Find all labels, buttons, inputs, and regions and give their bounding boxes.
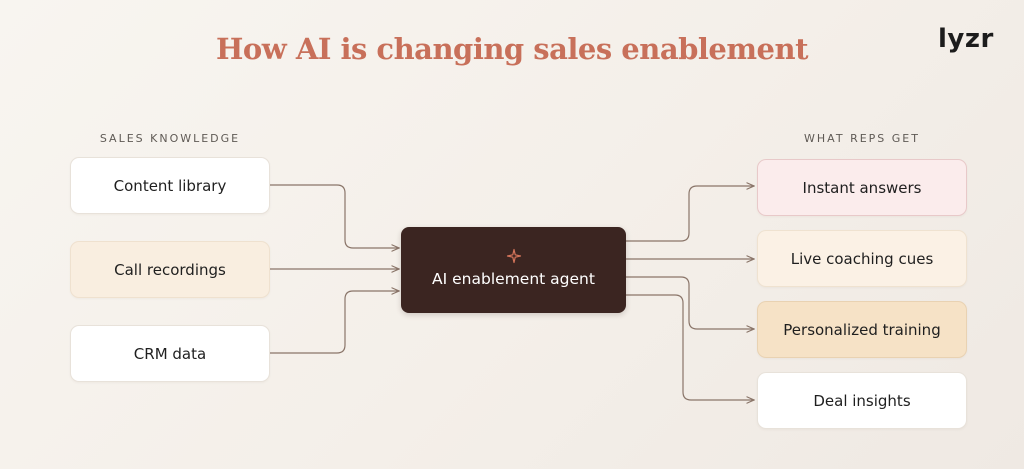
sparkle-icon <box>506 248 521 264</box>
input-label: CRM data <box>133 344 207 363</box>
connector-personalized-training <box>626 276 754 329</box>
ai-enablement-agent-node: AI enablement agent <box>401 227 626 313</box>
output-label: Live coaching cues <box>790 249 934 268</box>
connector-crm-data <box>270 291 399 354</box>
connector-instant-answers <box>626 186 754 242</box>
input-label: Call recordings <box>114 260 226 279</box>
agent-label: AI enablement agent <box>432 270 595 288</box>
output-personalized-training: Personalized training <box>757 301 967 358</box>
brand-logo: lyzr <box>938 24 994 54</box>
connector-content-library <box>270 184 399 248</box>
outputs-heading: WHAT REPS GET <box>804 132 920 145</box>
output-label: Deal insights <box>813 391 911 410</box>
input-crm-data: CRM data <box>70 325 270 382</box>
output-instant-answers: Instant answers <box>757 159 967 216</box>
output-label: Personalized training <box>783 320 941 339</box>
inputs-heading: SALES KNOWLEDGE <box>99 132 241 145</box>
input-label: Content library <box>113 176 227 195</box>
output-label: Instant answers <box>802 178 922 197</box>
diagram-title: How AI is changing sales enablement <box>216 32 808 66</box>
output-deal-insights: Deal insights <box>757 372 967 429</box>
input-content-library: Content library <box>70 157 270 214</box>
output-live-coaching-cues: Live coaching cues <box>757 230 967 287</box>
input-call-recordings: Call recordings <box>70 241 270 298</box>
connector-deal-insights <box>626 294 754 400</box>
